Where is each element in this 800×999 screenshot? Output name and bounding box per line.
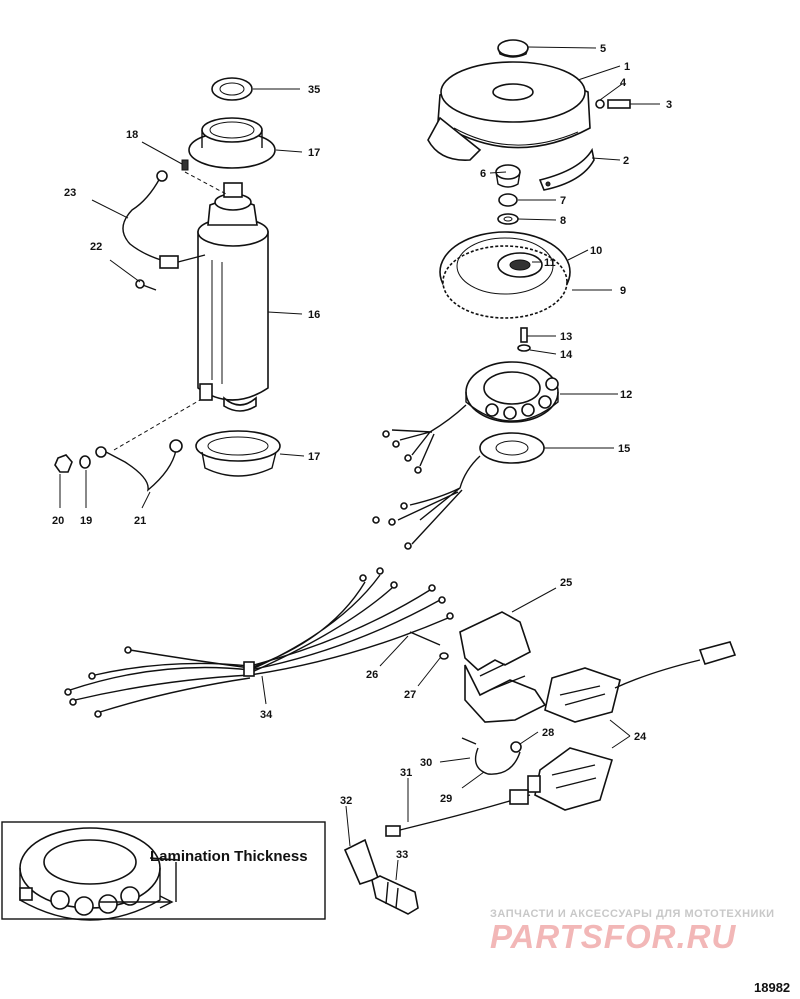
callout-23: 23 [64, 187, 76, 199]
callout-28: 28 [542, 727, 554, 739]
part-27-washer [439, 652, 449, 660]
callout-18: 18 [126, 129, 138, 141]
part-9-flywheel [439, 231, 571, 319]
callout-20: 20 [52, 515, 64, 527]
part-12-stator [465, 361, 559, 423]
callout-8: 8 [560, 215, 566, 227]
part-13-screw [520, 327, 528, 343]
callout-26: 26 [366, 669, 378, 681]
part-16-starter-motor [197, 182, 269, 412]
part-34-wire-harness [64, 567, 454, 718]
callout-30: 30 [420, 757, 432, 769]
callout-25: 25 [560, 577, 572, 589]
callout-3: 3 [666, 99, 672, 111]
callout-labels: 1 2 3 4 5 6 7 8 9 10 11 12 13 14 15 16 1… [52, 43, 672, 861]
callout-29: 29 [440, 793, 452, 805]
leader-lines [59, 46, 660, 881]
callout-14: 14 [560, 349, 573, 361]
callout-35: 35 [308, 84, 320, 96]
callout-17-top: 17 [308, 147, 320, 159]
callout-15: 15 [618, 443, 630, 455]
callout-12: 12 [620, 389, 632, 401]
callout-4: 4 [620, 77, 627, 89]
callout-6: 6 [480, 168, 486, 180]
part-15-trigger [372, 432, 545, 550]
part-30-screw [461, 737, 477, 745]
callout-27: 27 [404, 689, 416, 701]
callout-31: 31 [400, 767, 412, 779]
callout-2: 2 [623, 155, 629, 167]
callout-17-bottom: 17 [308, 451, 320, 463]
part-2-band [538, 147, 595, 191]
part-33-spark-plug [371, 875, 419, 915]
part-22-bolt [135, 279, 157, 291]
part-14-washer [517, 344, 531, 352]
part-32-spark-plug-boot [343, 838, 380, 885]
part-29-ground-lead [474, 747, 521, 775]
callout-19: 19 [80, 515, 92, 527]
stator-wires [382, 404, 467, 474]
part-8-washer [497, 213, 519, 225]
part-26-screw [409, 631, 441, 646]
watermark-caption: ЗАПЧАСТИ И АКСЕССУАРЫ ДЛЯ МОТОТЕХНИКИ [490, 908, 775, 920]
part-21-ground-cable [95, 399, 201, 492]
part-18-screw [181, 159, 229, 196]
callout-33: 33 [396, 849, 408, 861]
figure-number: 18982 [754, 980, 790, 995]
part-7-nut [498, 193, 518, 207]
inset-lamination-label: Lamination Thickness [150, 848, 308, 865]
callout-34: 34 [260, 709, 273, 721]
part-1-flywheel-cover [427, 61, 591, 161]
part-4-washer [595, 99, 605, 109]
callout-7: 7 [560, 195, 566, 207]
part-19-lockwasher [79, 455, 91, 469]
callout-5: 5 [600, 43, 606, 55]
part-35-ring [211, 77, 253, 101]
callout-24: 24 [634, 731, 647, 743]
part-24-coil-upper [544, 641, 737, 723]
callout-11: 11 [544, 257, 556, 269]
lamination-inset [1, 821, 326, 921]
part-17-top-bushing [188, 117, 276, 169]
callout-32: 32 [340, 795, 352, 807]
part-28-nut [510, 741, 522, 753]
part-6-hub [495, 164, 521, 188]
watermark-brand: PARTSFOR.RU [490, 918, 736, 955]
callout-10: 10 [590, 245, 602, 257]
part-31-ht-lead [385, 789, 531, 837]
callout-13: 13 [560, 331, 572, 343]
part-3-screw [607, 99, 631, 109]
callout-1: 1 [624, 61, 630, 73]
part-23-cable [122, 170, 206, 269]
part-25-bracket [459, 611, 547, 723]
part-20-nut [54, 454, 73, 473]
part-24-coil-lower [527, 747, 613, 811]
part-17-bottom-bushing [195, 430, 281, 477]
callout-9: 9 [620, 285, 626, 297]
callout-16: 16 [308, 309, 320, 321]
part-5-cap [497, 39, 529, 58]
callout-21: 21 [134, 515, 146, 527]
callout-22: 22 [90, 241, 102, 253]
